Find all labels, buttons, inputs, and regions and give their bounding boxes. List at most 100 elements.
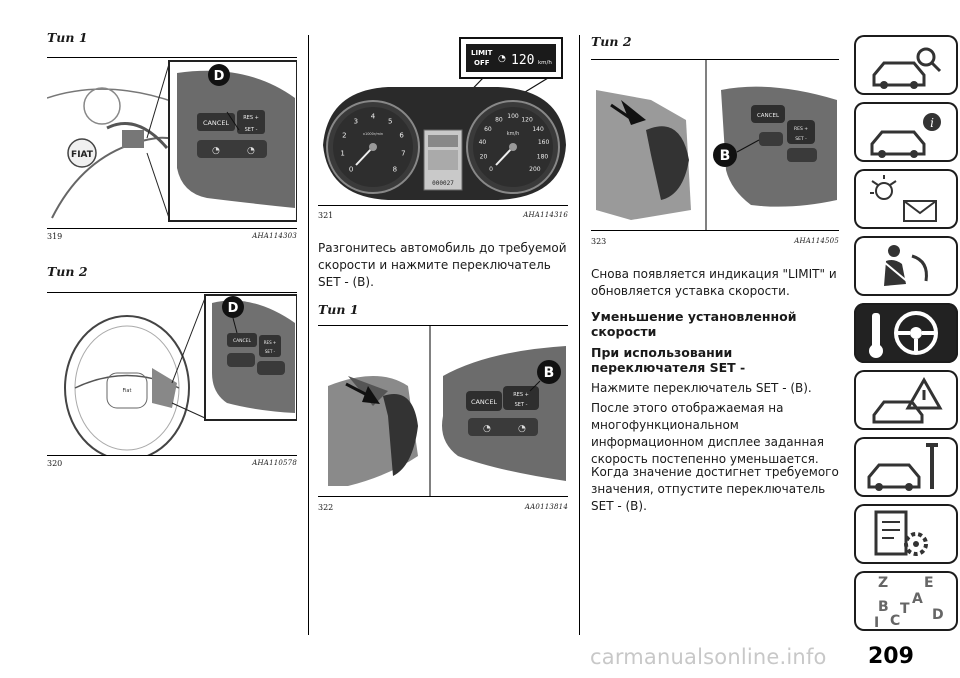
gauge-tick-label: 140 (532, 126, 544, 133)
figure-319: FIAT CANCEL RES + SET - ◔ ◔ D (47, 57, 297, 229)
chapter-tab-specifications-gear[interactable] (854, 504, 958, 564)
caption-323: 323 AHA114505 (591, 237, 839, 246)
paragraph-limit-reappears: Снова появляется индикация "LIMIT" и обн… (591, 267, 837, 298)
gauge-tick-label: 180 (537, 154, 549, 161)
caption-320: 320 AHA110578 (47, 459, 297, 468)
chapter-tab-car-tools[interactable] (854, 437, 958, 497)
svg-text:I: I (874, 615, 879, 631)
lcd-speed-unit: km/h (538, 60, 552, 66)
paragraph-accelerate: Разгонитесь автомобиль до требуемой скор… (318, 241, 567, 289)
callout-b: B (720, 148, 731, 164)
set-minus-label: SET - (265, 349, 276, 354)
callout-b: B (544, 365, 555, 381)
specifications-gear-icon (874, 510, 928, 556)
steering-wheel-controls-illustration: FIAT CANCEL RES + SET - ◔ ◔ D (47, 60, 297, 222)
odometer-value: 000027 (432, 180, 454, 187)
chapter-tab-car-info[interactable]: i (854, 102, 958, 162)
heading-type-1-col1: Тип 1 (47, 30, 88, 45)
paragraph-speed-decreases: После этого отображаемая на многофункцио… (591, 401, 824, 466)
column-divider-1 (308, 35, 309, 635)
svg-text:E: E (924, 575, 934, 591)
cancel-button-label: CANCEL (757, 113, 780, 119)
gauge-tick-label: 5 (388, 118, 392, 126)
figure-code: AHA110578 (252, 459, 297, 467)
set-minus-label: SET - (245, 127, 258, 133)
subheading-using-set-switch: При использовании переключателя SET - (591, 345, 746, 375)
tachometer-unit-label: x1000r/min (363, 132, 383, 136)
figure-number: 321 (318, 211, 334, 220)
heading-type-1-col2: Тип 1 (318, 302, 359, 317)
warning-lights-message-icon (870, 175, 937, 222)
gauge-tick-label: 0 (349, 165, 353, 173)
paragraph-press-set: Нажмите переключатель SET - (B). (591, 381, 812, 395)
heading-type-2-col1: Тип 2 (47, 264, 88, 279)
chapter-tab-warning-triangle-car[interactable] (854, 370, 958, 430)
callout-d: D (228, 301, 239, 316)
callout-d: D (214, 69, 225, 84)
warning-triangle-car-icon (872, 376, 943, 424)
figure-number: 322 (318, 503, 334, 512)
gauge-tick-label: 20 (480, 154, 488, 161)
figure-code: AHA114316 (523, 211, 568, 219)
caption-322: 322 AA0113814 (318, 503, 568, 512)
column-divider-2 (579, 35, 580, 635)
gauge-tick-label: 2 (342, 132, 346, 140)
cancel-button-label: CANCEL (233, 338, 252, 344)
set-minus-label: SET - (795, 136, 807, 142)
svg-text:C: C (890, 613, 900, 629)
svg-text:Z: Z (878, 575, 888, 591)
gauge-tick-label: 120 (521, 116, 533, 123)
gauge-tick-label: 4 (371, 112, 376, 120)
chapter-tab-warning-lights-message[interactable] (854, 169, 958, 229)
speedometer-unit-label: km/h (507, 131, 520, 137)
lcd-limit-text: LIMIT (471, 49, 493, 57)
figure-code: AA0113814 (524, 503, 568, 511)
gauge-tick-label: 200 (529, 166, 541, 173)
steering-wheel-type2-illustration: Fiat CANCEL RES + SET - D (64, 294, 297, 455)
set-switch-type2-illustration: CANCEL RES + SET - B (596, 60, 837, 230)
svg-text:T: T (900, 601, 910, 617)
gauge-tick-label: 100 (507, 113, 519, 120)
caption-319: 319 AHA114303 (47, 232, 297, 241)
figure-number: 319 (47, 232, 63, 241)
svg-text:◔: ◔ (498, 54, 506, 64)
seatbelt-airbag-icon (883, 245, 928, 286)
svg-text:◔: ◔ (483, 424, 491, 434)
lcd-speed-value: 120 (511, 53, 534, 68)
chapter-tab-car-search[interactable] (854, 35, 958, 95)
gauge-tick-label: 60 (484, 126, 492, 133)
gauge-tick-label: 7 (401, 149, 405, 157)
car-search-icon (872, 47, 942, 89)
figure-number: 323 (591, 237, 607, 246)
page-number: 209 (868, 644, 914, 669)
gauge-tick-label: 0 (489, 166, 493, 173)
res-plus-label: RES + (264, 340, 276, 345)
svg-text:i: i (930, 116, 934, 130)
set-minus-label: SET - (515, 402, 528, 408)
gauge-tick-label: 160 (538, 139, 550, 146)
chapter-tab-key-steering-wheel[interactable] (854, 303, 958, 363)
paragraph-release-switch: Когда значение достигнет требуемого знач… (591, 465, 839, 513)
gauge-tick-label: 80 (495, 116, 503, 123)
res-plus-label: RES + (513, 392, 529, 398)
gauge-tick-label: 3 (354, 118, 358, 126)
svg-text:A: A (912, 591, 923, 607)
gauge-tick-label: 8 (393, 165, 397, 173)
cancel-button-label: CANCEL (203, 119, 229, 127)
subheading-decrease-speed: Уменьшение установленной скорости (591, 309, 797, 339)
svg-text:B: B (878, 599, 889, 615)
svg-text:◔: ◔ (247, 146, 255, 156)
svg-text:◔: ◔ (212, 146, 220, 156)
res-plus-label: RES + (794, 126, 808, 132)
chapter-tab-seatbelt-airbag[interactable] (854, 236, 958, 296)
svg-text:FIAT: FIAT (71, 150, 94, 160)
key-steering-wheel-icon (869, 311, 938, 358)
figure-320: Fiat CANCEL RES + SET - D (47, 292, 297, 456)
figure-code: AHA114303 (252, 232, 297, 240)
